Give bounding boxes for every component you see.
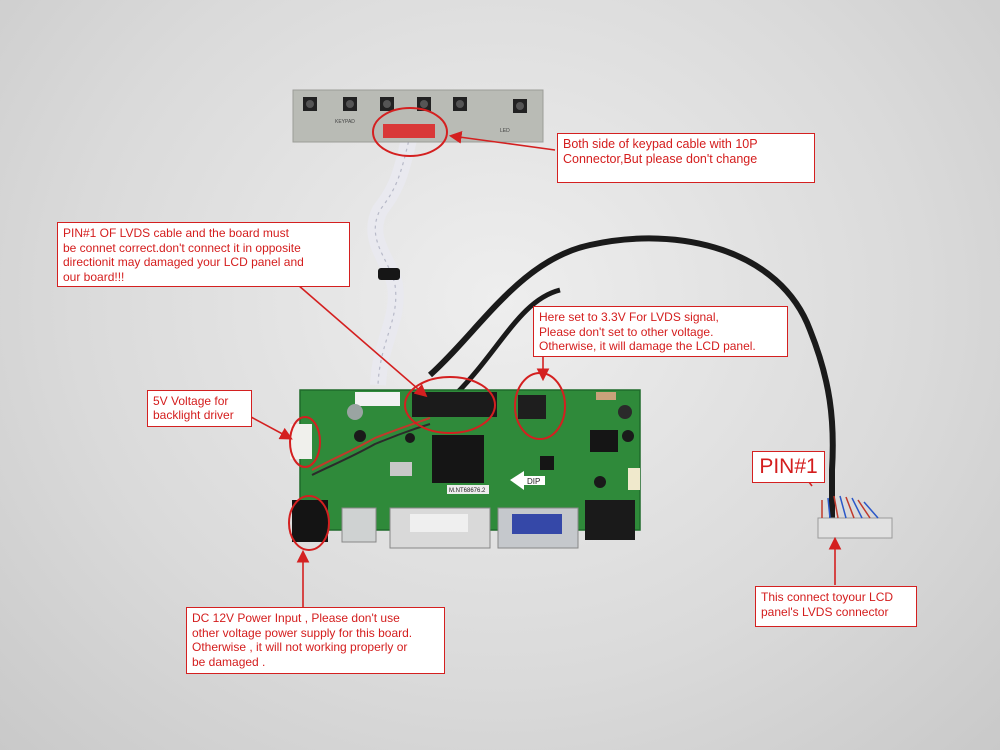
keypad-connector xyxy=(383,124,435,138)
keypad-callout-line1: Both side of keypad cable with 10P xyxy=(563,137,758,151)
backlight-callout: 5V Voltage for backlight driver xyxy=(147,390,252,427)
backlight-highlight xyxy=(289,416,321,468)
lvds-pin-callout-line4: our board!!! xyxy=(63,269,125,284)
lvds-pin-callout-line3: directionit may damaged your LCD panel a… xyxy=(63,255,304,269)
keypad-header xyxy=(355,392,400,406)
keypad-connector-highlight xyxy=(372,107,448,157)
voltage33-callout-line1: Here set to 3.3V For LVDS signal, xyxy=(539,310,719,324)
keypad-callout-line2: Connector,But please don't change xyxy=(563,152,758,166)
cable-tie xyxy=(378,268,400,280)
lcd-callout-line1: This connect toyour LCD xyxy=(761,590,894,604)
pin1-label: PIN#1 xyxy=(752,451,825,483)
voltage33-callout-line2: Please don't set to other voltage. xyxy=(539,324,714,339)
lvds-pin-callout-line1: PIN#1 OF LVDS cable and the board must xyxy=(63,226,289,240)
lvds-pin-callout: PIN#1 OF LVDS cable and the board must b… xyxy=(57,222,350,287)
jumper-block xyxy=(518,395,546,419)
lcd-lvds-connector xyxy=(817,517,893,539)
lcd-callout: This connect toyour LCD panel's LVDS con… xyxy=(755,586,917,627)
model-label: M.NT68676.2 xyxy=(449,488,486,494)
lvds-black-cable xyxy=(427,235,836,520)
scaler-chip xyxy=(432,435,484,483)
backlight-callout-line1: 5V Voltage for xyxy=(153,394,229,408)
power-callout-line4: be damaged . xyxy=(192,654,266,669)
lvds-pin-highlight xyxy=(404,376,496,434)
audio-jacks xyxy=(585,500,635,540)
backlight-connector xyxy=(290,424,312,459)
keypad-flat-cable xyxy=(367,133,418,386)
led-text: LED xyxy=(500,128,510,134)
dc-jack xyxy=(292,500,328,542)
voltage33-callout: Here set to 3.3V For LVDS signal, Please… xyxy=(533,306,788,357)
dip-label: DIP xyxy=(527,477,540,486)
power-callout: DC 12V Power Input , Please don't use ot… xyxy=(186,607,445,674)
power-callout-line2: other voltage power supply for this boar… xyxy=(192,625,413,640)
backlight-callout-line2: backlight driver xyxy=(153,408,234,422)
keypad-callout: Both side of keypad cable with 10P Conne… xyxy=(557,133,815,183)
voltage33-callout-line3: Otherwise, it will damage the LCD panel. xyxy=(539,339,756,353)
keypad-arrow xyxy=(448,130,556,151)
power-callout-line1: DC 12V Power Input , Please don't use xyxy=(192,611,400,625)
keypad-pcb-text: KEYPAD xyxy=(335,119,355,125)
lvds-pin-arrow xyxy=(297,284,428,398)
lcd-callout-line2: panel's LVDS connector xyxy=(761,605,889,619)
lvds-header xyxy=(412,392,497,417)
power-callout-line3: Otherwise , it will not working properly… xyxy=(192,640,408,654)
lvds-pin-callout-line2: be connet correct.don't connect it in op… xyxy=(63,240,301,255)
hdmi-port xyxy=(341,507,377,543)
backlight-arrow xyxy=(250,416,293,440)
